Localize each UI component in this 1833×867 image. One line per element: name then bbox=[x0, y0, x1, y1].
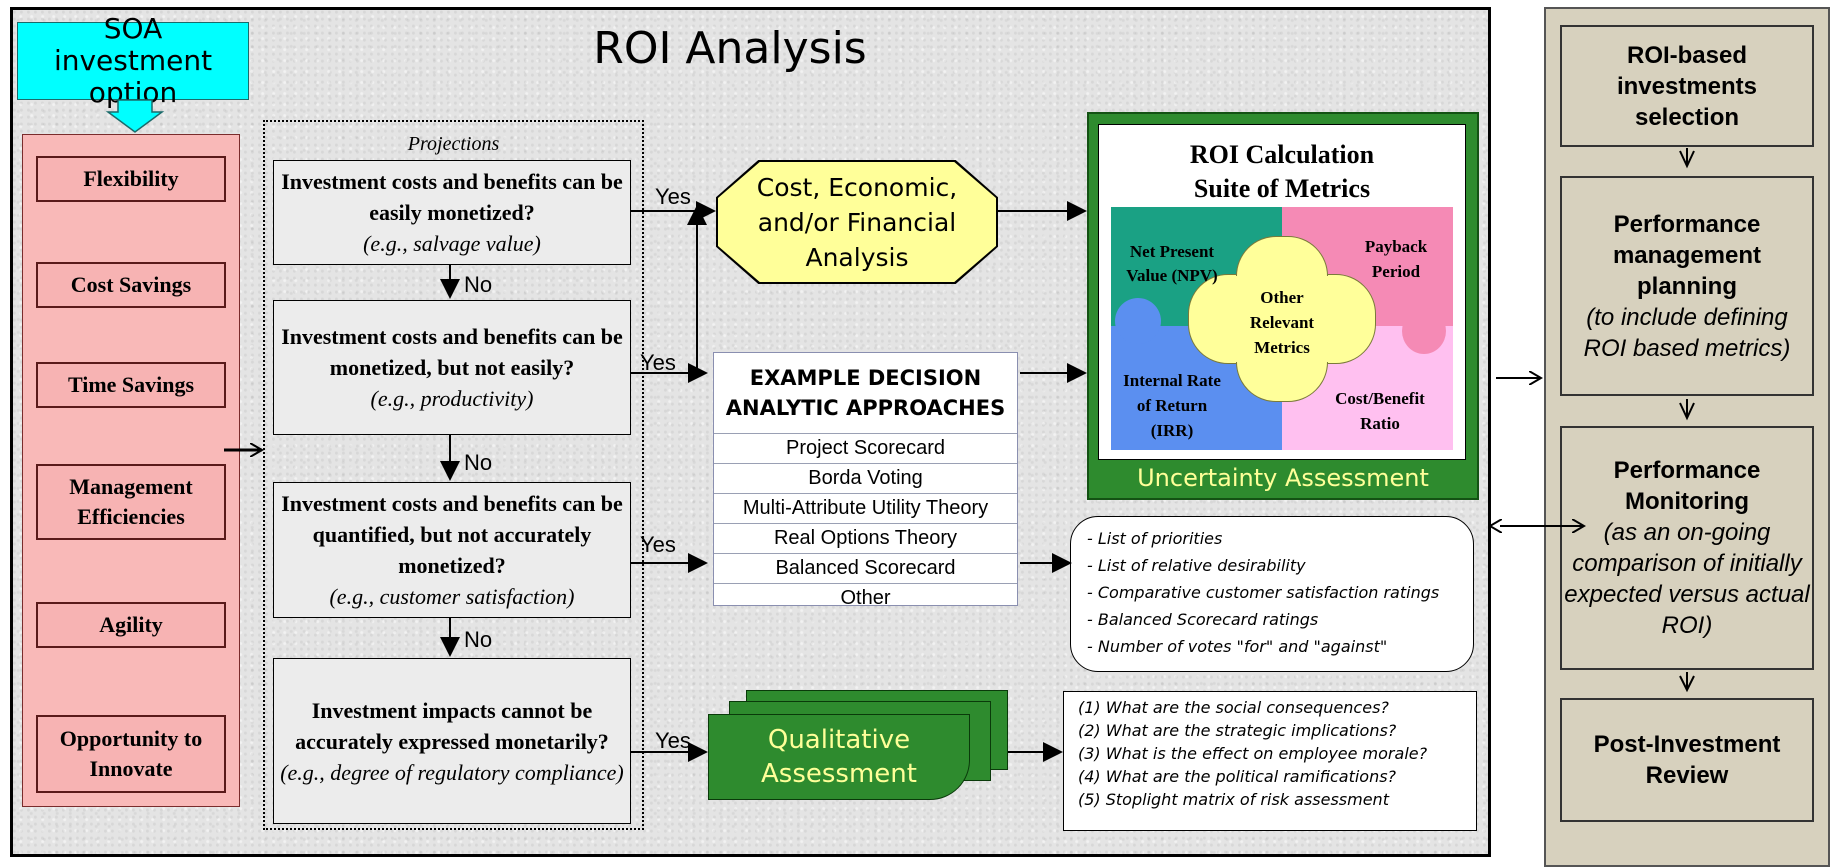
no-label: No bbox=[464, 627, 493, 652]
roi-calc-title-line2: Suite of Metrics bbox=[1193, 174, 1371, 203]
question-text: Investment costs and benefits can be mon… bbox=[281, 324, 623, 380]
yes-label: Yes bbox=[640, 350, 676, 375]
phase-monitoring-note: (as an on-going comparison of initially … bbox=[1564, 519, 1810, 639]
question-example: (e.g., customer satisfaction) bbox=[329, 584, 575, 609]
qualitative-question: (4) What are the political ramifications… bbox=[1078, 767, 1397, 786]
decision-approaches-title: EXAMPLE DECISION ANALYTIC APPROACHES bbox=[725, 366, 1006, 420]
yes-label: Yes bbox=[655, 728, 691, 753]
phase-planning-note: (to include defining ROI based metrics) bbox=[1583, 303, 1791, 362]
phase-planning-title: Performance management planning bbox=[1612, 210, 1762, 300]
output-item: - Comparative customer satisfaction rati… bbox=[1087, 583, 1440, 602]
uncertainty-assessment-label: Uncertainty Assessment bbox=[1137, 464, 1429, 492]
puzzle-knob bbox=[1115, 298, 1161, 344]
phase-selection: ROI-based investments selection bbox=[1560, 25, 1814, 147]
method-balanced-scorecard: Balanced Scorecard bbox=[714, 553, 1017, 583]
question-easily-monetized: Investment costs and benefits can be eas… bbox=[273, 160, 631, 265]
method-multi-attribute-utility-theory: Multi-Attribute Utility Theory bbox=[714, 493, 1017, 523]
soa-down-arrow bbox=[105, 99, 165, 133]
qualitative-question: (2) What are the strategic implications? bbox=[1078, 721, 1397, 740]
question-quantified-not-monetized: Investment costs and benefits can be qua… bbox=[273, 482, 631, 618]
other-metrics-label: Other Relevant Metrics bbox=[1249, 287, 1315, 357]
no-label: No bbox=[464, 450, 493, 475]
yes-label: Yes bbox=[640, 532, 676, 557]
npv-label: Net Present Value (NPV) bbox=[1126, 242, 1218, 285]
phase-planning: Performance management planning (to incl… bbox=[1560, 176, 1814, 396]
payback-label: Payback Period bbox=[1364, 237, 1428, 281]
no-label: No bbox=[464, 272, 493, 297]
question-example: (e.g., productivity) bbox=[370, 386, 534, 411]
method-project-scorecard: Project Scorecard bbox=[714, 433, 1017, 463]
benefit-management-efficiencies: Management Efficiencies bbox=[36, 464, 226, 540]
method-real-options-theory: Real Options Theory bbox=[714, 523, 1017, 553]
cost-analysis-border: Cost, Economic, and/or Financial Analysi… bbox=[716, 160, 998, 284]
projections-label: Projections bbox=[407, 133, 500, 155]
puzzle-other-fill bbox=[1190, 276, 1374, 362]
question-not-expressed-monetarily: Investment impacts cannot be accurately … bbox=[273, 658, 631, 824]
cbr-label: Cost/Benefit Ratio bbox=[1335, 389, 1425, 433]
question-monetized-not-easily: Investment costs and benefits can be mon… bbox=[273, 300, 631, 435]
output-item: - List of relative desirability bbox=[1087, 556, 1306, 575]
output-item: - List of priorities bbox=[1087, 529, 1223, 548]
question-text: Investment costs and benefits can be eas… bbox=[281, 169, 623, 225]
question-example: (e.g., salvage value) bbox=[363, 231, 541, 256]
phase-monitoring: Performance Monitoring (as an on-going c… bbox=[1560, 426, 1814, 670]
roi-calc-title-line1: ROI Calculation bbox=[1189, 140, 1375, 169]
yes-label: Yes bbox=[655, 184, 691, 209]
output-item: - Balanced Scorecard ratings bbox=[1087, 610, 1319, 629]
method-borda-voting: Borda Voting bbox=[714, 463, 1017, 493]
question-text: Investment impacts cannot be accurately … bbox=[295, 697, 609, 754]
phase-selection-label: ROI-based investments selection bbox=[1616, 41, 1758, 131]
phase-review: Post-Investment Review bbox=[1560, 698, 1814, 822]
benefit-cost-savings: Cost Savings bbox=[36, 262, 226, 308]
qualitative-questions-box: (1) What are the social consequences? (2… bbox=[1063, 691, 1477, 831]
page-title: ROI Analysis bbox=[593, 22, 867, 74]
qualitative-assessment: Qualitative Assessment bbox=[708, 714, 970, 800]
roi-calc-title: ROI Calculation Suite of Metrics bbox=[1098, 138, 1466, 206]
benefit-flexibility: Flexibility bbox=[36, 156, 226, 202]
question-text: Investment costs and benefits can be qua… bbox=[281, 491, 623, 578]
phase-review-label: Post-Investment Review bbox=[1593, 731, 1781, 789]
decision-outputs-box: - List of priorities - List of relative … bbox=[1070, 516, 1474, 672]
qualitative-question: (1) What are the social consequences? bbox=[1078, 698, 1389, 717]
projections-container bbox=[263, 120, 644, 830]
benefit-agility: Agility bbox=[36, 602, 226, 648]
phase-monitoring-title: Performance Monitoring bbox=[1613, 457, 1761, 515]
irr-label: Internal Rate of Return (IRR) bbox=[1123, 370, 1221, 440]
question-example: (e.g., degree of regulatory compliance) bbox=[280, 759, 624, 785]
benefit-time-savings: Time Savings bbox=[36, 362, 226, 408]
method-other: Other bbox=[714, 583, 1017, 613]
benefit-opportunity-to-innovate: Opportunity to Innovate bbox=[36, 715, 226, 793]
qualitative-question: (5) Stoplight matrix of risk assessment bbox=[1078, 790, 1389, 809]
decision-approaches-table: EXAMPLE DECISION ANALYTIC APPROACHES Pro… bbox=[713, 352, 1018, 609]
qualitative-question: (3) What is the effect on employee moral… bbox=[1078, 744, 1428, 763]
output-item: - Number of votes "for" and "against" bbox=[1087, 637, 1388, 656]
puzzle-knob bbox=[1402, 308, 1446, 354]
soa-investment-option: SOA investment option bbox=[17, 13, 249, 109]
cost-economic-financial-analysis: Cost, Economic, and/or Financial Analysi… bbox=[718, 162, 996, 282]
